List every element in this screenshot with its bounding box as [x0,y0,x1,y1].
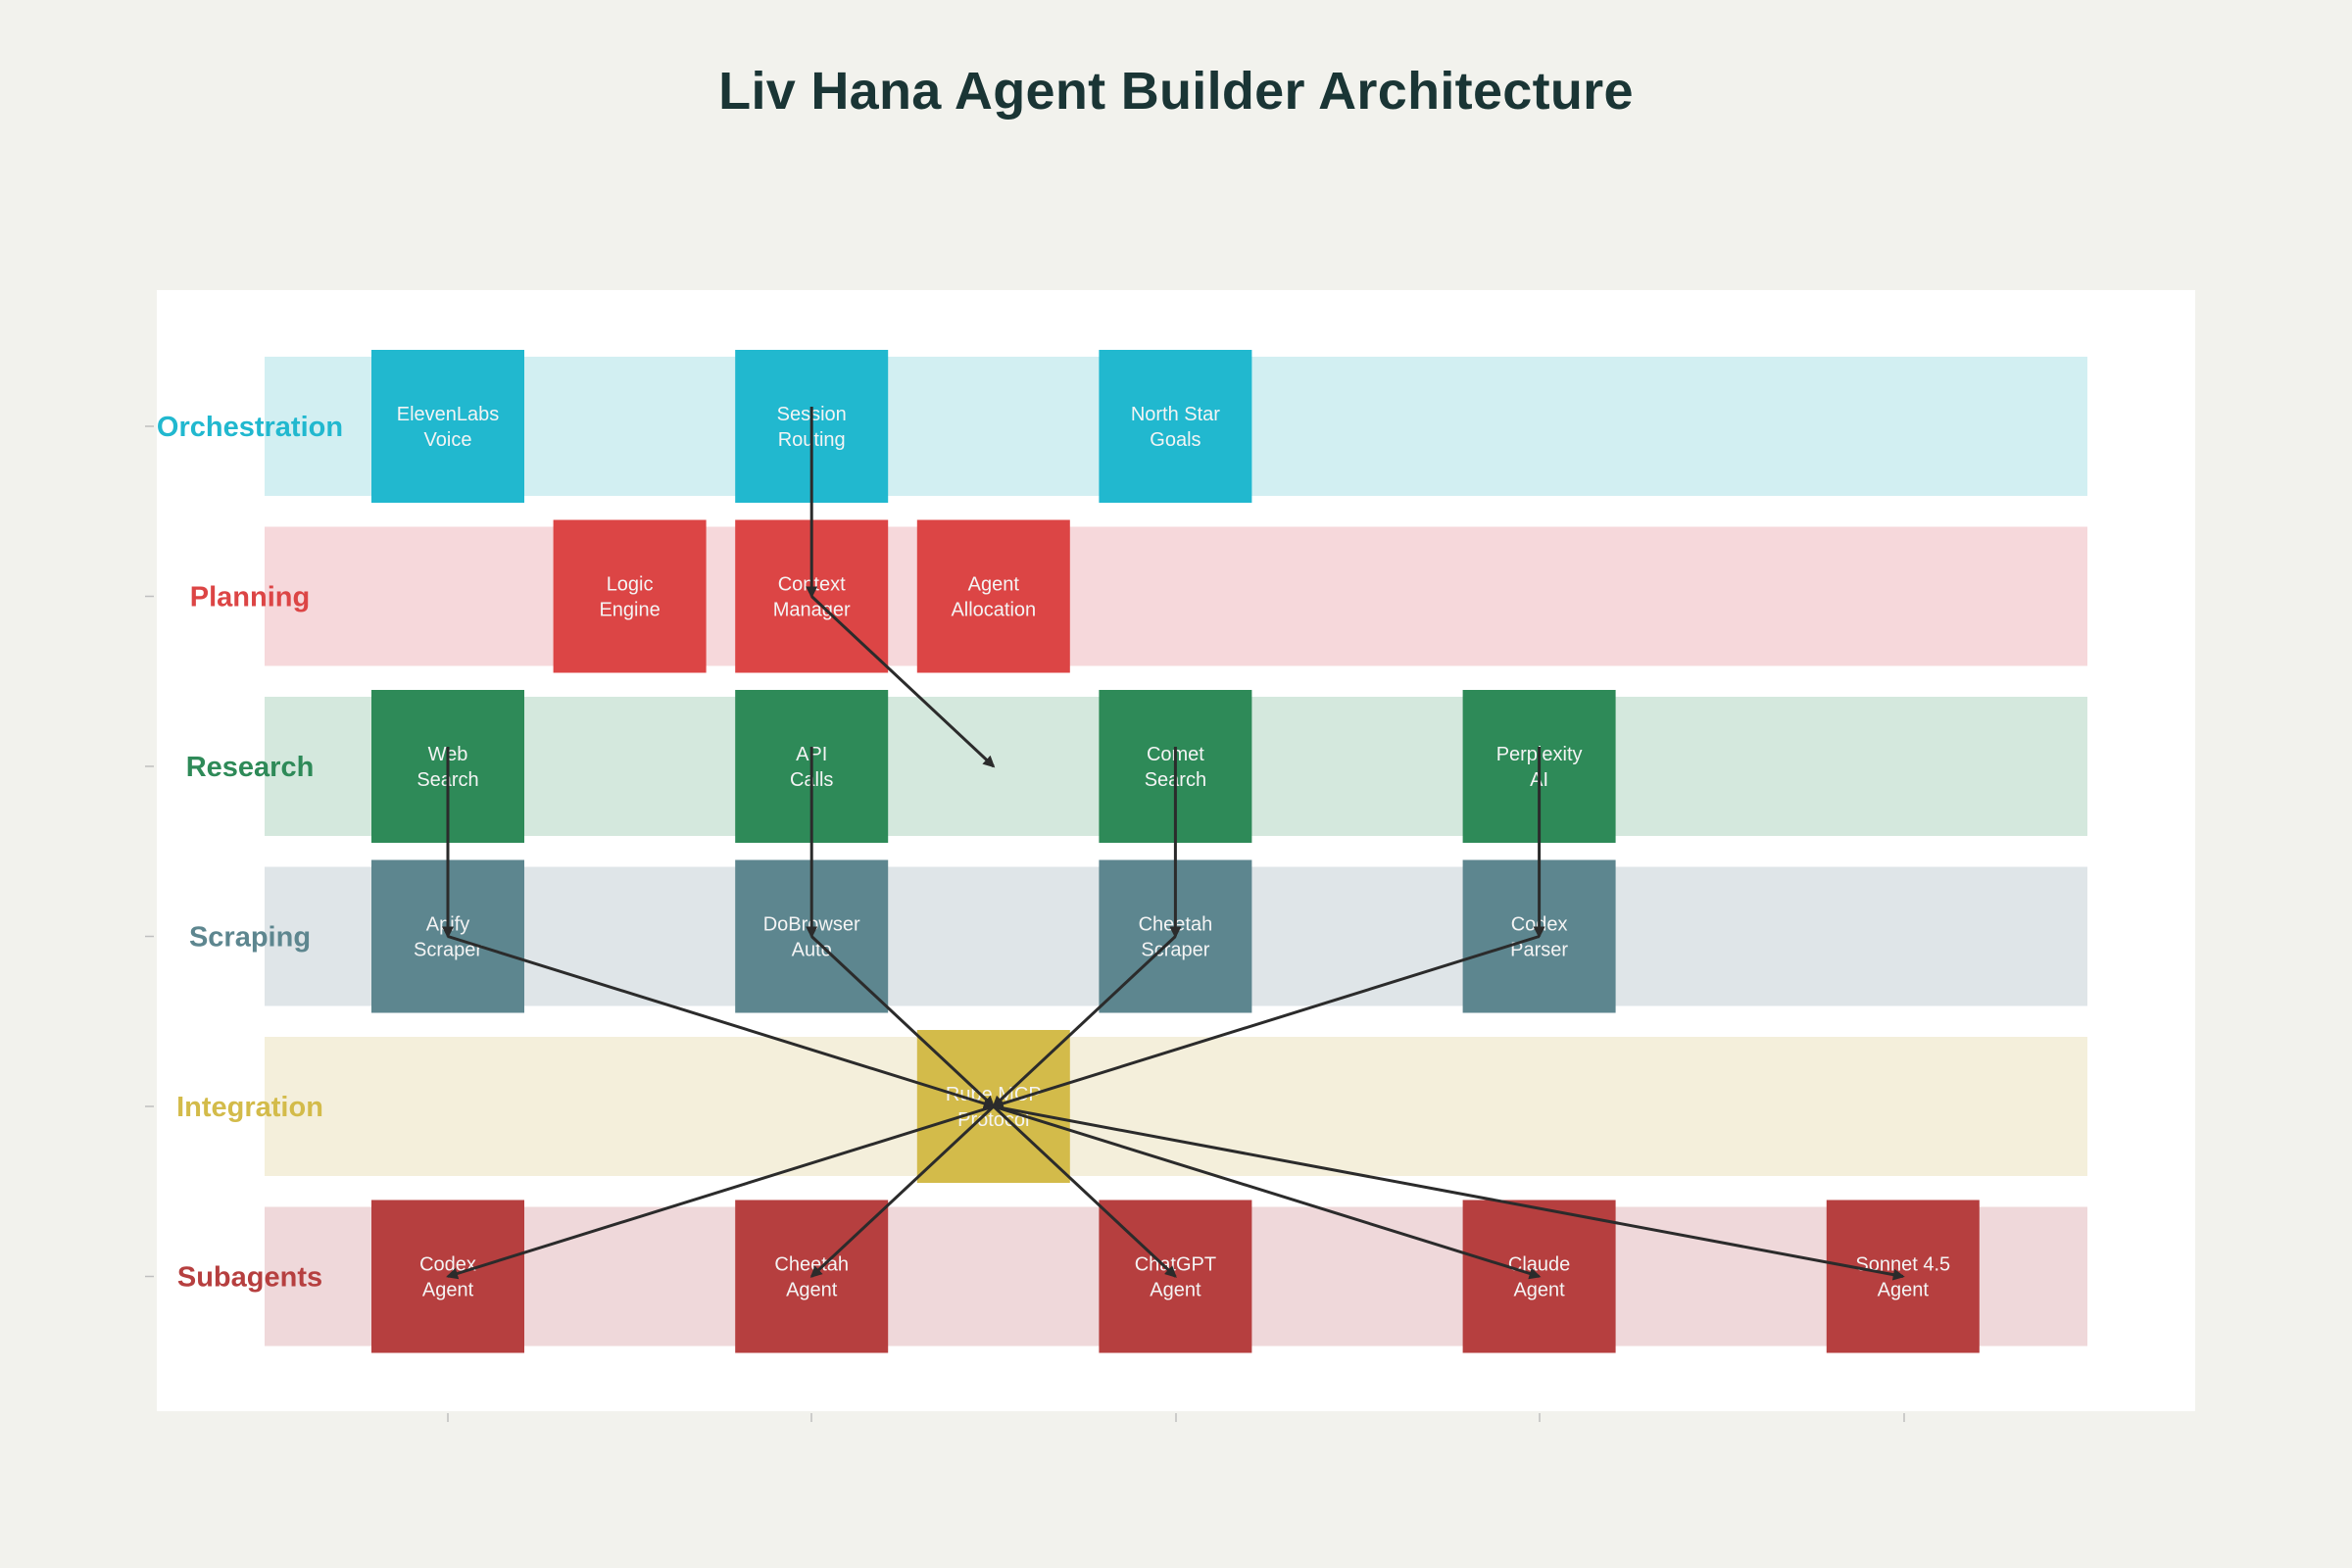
node-label: Parser [1510,940,1568,961]
node-label: Goals [1150,429,1200,451]
node-label: Logic [607,574,654,596]
node-label: Protocol [957,1109,1029,1131]
node-label: ChatGPT [1135,1254,1216,1276]
node-label: Manager [773,600,851,621]
axis-ticks [145,425,1905,1422]
node-label: Sonnet 4.5 [1855,1254,1950,1276]
diagram-title: Liv Hana Agent Builder Architecture [718,62,1634,121]
node-label: Voice [424,429,472,451]
edge-mcp-to-codex-agent [446,1104,995,1280]
lane-label-orchestration: Orchestration [157,412,343,443]
node-box [371,350,524,503]
node-label: Scraper [414,940,482,961]
node-label: Codex [419,1254,476,1276]
edge-mcp-to-chatgpt-agent [992,1104,1177,1278]
node-box [1099,350,1252,503]
node-label: Agent [1878,1280,1930,1301]
node-box [916,519,1070,673]
diagram-edges [442,407,1905,1281]
edge-context-manager-to-research-mid [810,595,996,768]
diagram-nodes: ElevenLabsVoiceSessionRoutingNorth StarG… [371,350,1980,1353]
node-label: Allocation [951,600,1036,621]
lane-label-research: Research [186,752,315,783]
edge-mcp-to-claude-agent [993,1104,1542,1280]
edge-mcp-to-sonnet-agent [993,1104,1905,1281]
node-label: Engine [599,600,660,621]
node-label: Claude [1508,1254,1570,1276]
node-label: Agent [422,1280,474,1301]
lane-band-planning [265,526,2087,666]
edge-dobrowser-to-mcp [810,935,996,1108]
node-label: Agent [1150,1280,1201,1301]
edge-codex-parser-to-mcp [991,935,1541,1109]
node-label: ElevenLabs [397,404,500,425]
lane-label-integration: Integration [176,1092,323,1123]
node-label: Scraper [1141,940,1209,961]
lane-band-integration [265,1037,2087,1176]
lane-label-planning: Planning [190,582,310,613]
node-label: Agent [1513,1280,1565,1301]
node-comet-search[interactable]: CometSearch [1099,690,1252,843]
node-label: North Star [1131,404,1220,425]
lane-labels: OrchestrationPlanningResearchScrapingInt… [157,412,343,1294]
edge-cheetah-scraper-to-mcp [992,935,1177,1108]
edge-mcp-to-cheetah-agent [809,1104,995,1278]
node-label: Agent [968,574,1020,596]
edge-apify-to-mcp [447,935,996,1109]
node-label: Agent [786,1280,838,1301]
lane-label-scraping: Scraping [189,922,311,954]
node-label: Cheetah [774,1254,849,1276]
node-box [553,519,707,673]
lane-label-subagents: Subagents [177,1262,322,1294]
